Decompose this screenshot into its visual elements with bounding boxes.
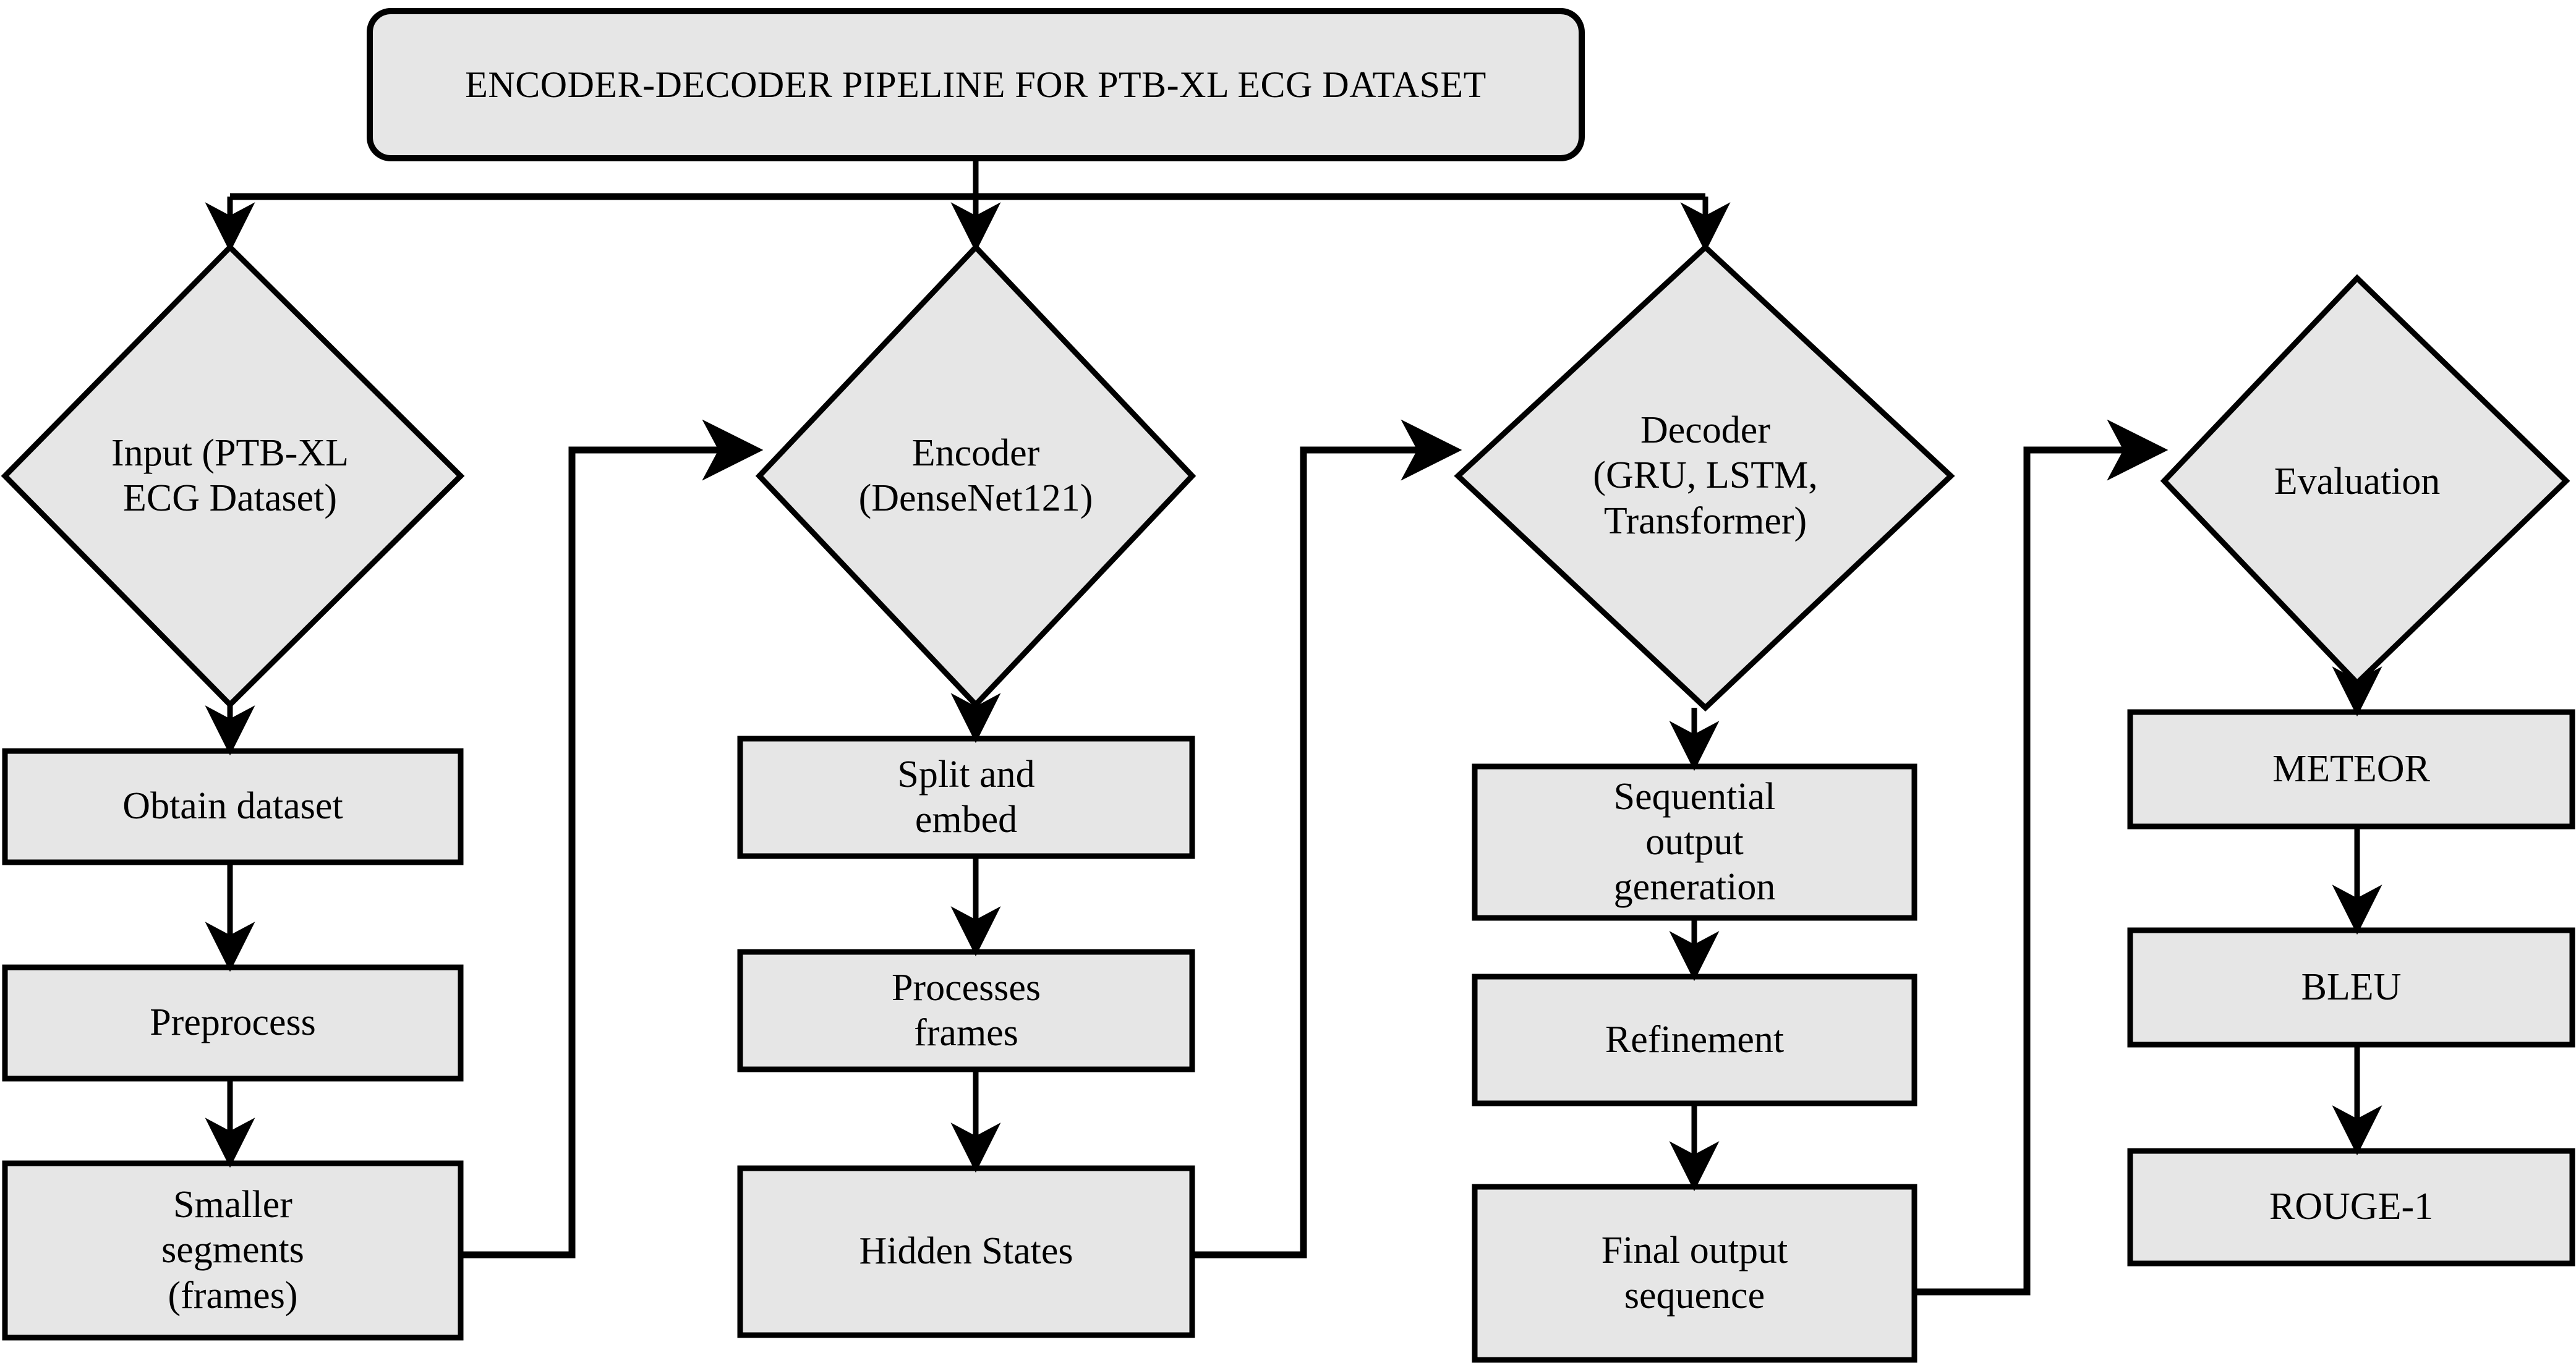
edge-segments-to-encoder xyxy=(461,419,764,1259)
box-split-and-embed xyxy=(737,736,1195,859)
box-meteor xyxy=(2127,709,2575,830)
edge-final-to-evaluation xyxy=(1914,419,2169,1296)
diamond-evaluation xyxy=(2160,274,2570,687)
diamond-decoder xyxy=(1454,243,1955,712)
diamond-input xyxy=(1,243,465,709)
box-processes-frames xyxy=(737,949,1195,1072)
box-final-output-sequence xyxy=(1472,1184,1917,1363)
diamond-encoder xyxy=(755,243,1196,709)
title-box xyxy=(367,8,1585,161)
box-preprocess xyxy=(2,964,464,1082)
box-rouge-1 xyxy=(2127,1148,2575,1267)
box-obtain-dataset xyxy=(2,748,464,865)
edge-hidden-to-decoder xyxy=(1192,419,1462,1259)
box-bleu xyxy=(2127,927,2575,1048)
box-hidden-states xyxy=(737,1165,1195,1338)
box-sequential-output-generation xyxy=(1472,763,1917,921)
box-refinement xyxy=(1472,974,1917,1106)
box-smaller-segments xyxy=(2,1160,464,1341)
